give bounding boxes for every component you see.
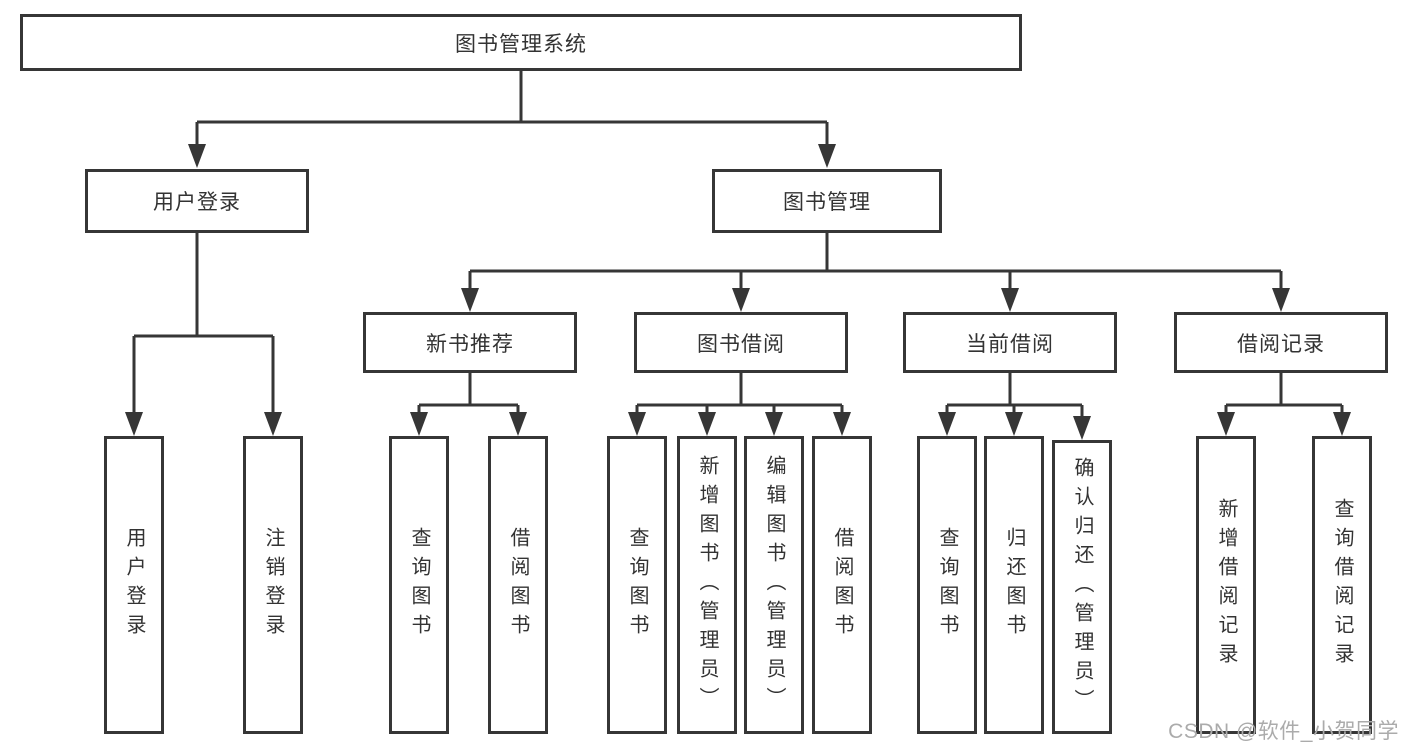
leaf-user-login-label: 用户登录 bbox=[123, 527, 145, 643]
node-library-system: 图书管理系统 bbox=[20, 14, 1022, 71]
leaf-query-borrowing-record-label: 查询借阅记录 bbox=[1331, 498, 1353, 672]
leaf-logout-login: 注销登录 bbox=[243, 436, 303, 734]
leaf-return-books: 归还图书 bbox=[984, 436, 1044, 734]
node-user-login-label: 用户登录 bbox=[153, 191, 241, 214]
leaf-query-books-recommend-label: 查询图书 bbox=[408, 527, 430, 643]
leaf-logout-login-label: 注销登录 bbox=[262, 527, 284, 643]
watermark: CSDN @软件_小贺同学 bbox=[1168, 720, 1399, 743]
leaf-add-borrowing-record-label: 新增借阅记录 bbox=[1215, 498, 1237, 672]
node-user-login: 用户登录 bbox=[85, 169, 309, 233]
node-book-borrowing-label: 图书借阅 bbox=[697, 332, 785, 356]
node-book-management-label: 图书管理 bbox=[783, 191, 871, 214]
leaf-query-books-current: 查询图书 bbox=[917, 436, 977, 734]
node-new-book-recommendation-label: 新书推荐 bbox=[426, 332, 514, 356]
leaf-add-book-admin-label: 新增图书（管理员） bbox=[696, 454, 718, 716]
leaf-query-books-borrowing: 查询图书 bbox=[607, 436, 667, 734]
leaf-return-books-label: 归还图书 bbox=[1003, 527, 1025, 643]
leaf-edit-book-admin: 编辑图书（管理员） bbox=[744, 436, 804, 734]
leaf-query-books-recommend: 查询图书 bbox=[389, 436, 449, 734]
node-book-management: 图书管理 bbox=[712, 169, 942, 233]
leaf-borrow-books-borrowing-label: 借阅图书 bbox=[831, 527, 853, 643]
leaf-borrow-books-borrowing: 借阅图书 bbox=[812, 436, 872, 734]
leaf-query-borrowing-record: 查询借阅记录 bbox=[1312, 436, 1372, 734]
node-new-book-recommendation: 新书推荐 bbox=[363, 312, 577, 373]
leaf-confirm-return-admin: 确认归还（管理员） bbox=[1052, 440, 1112, 734]
node-library-system-label: 图书管理系统 bbox=[455, 32, 587, 56]
leaf-query-books-borrowing-label: 查询图书 bbox=[626, 527, 648, 643]
leaf-edit-book-admin-label: 编辑图书（管理员） bbox=[763, 454, 785, 716]
leaf-borrow-books-recommend: 借阅图书 bbox=[488, 436, 548, 734]
node-borrowing-records-label: 借阅记录 bbox=[1237, 332, 1325, 356]
leaf-borrow-books-recommend-label: 借阅图书 bbox=[507, 527, 529, 643]
node-borrowing-records: 借阅记录 bbox=[1174, 312, 1388, 373]
node-current-borrowing-label: 当前借阅 bbox=[966, 332, 1054, 356]
leaf-query-books-current-label: 查询图书 bbox=[936, 527, 958, 643]
node-book-borrowing: 图书借阅 bbox=[634, 312, 848, 373]
leaf-user-login: 用户登录 bbox=[104, 436, 164, 734]
node-current-borrowing: 当前借阅 bbox=[903, 312, 1117, 373]
leaf-add-borrowing-record: 新增借阅记录 bbox=[1196, 436, 1256, 734]
leaf-confirm-return-admin-label: 确认归还（管理员） bbox=[1071, 456, 1093, 718]
leaf-add-book-admin: 新增图书（管理员） bbox=[677, 436, 737, 734]
